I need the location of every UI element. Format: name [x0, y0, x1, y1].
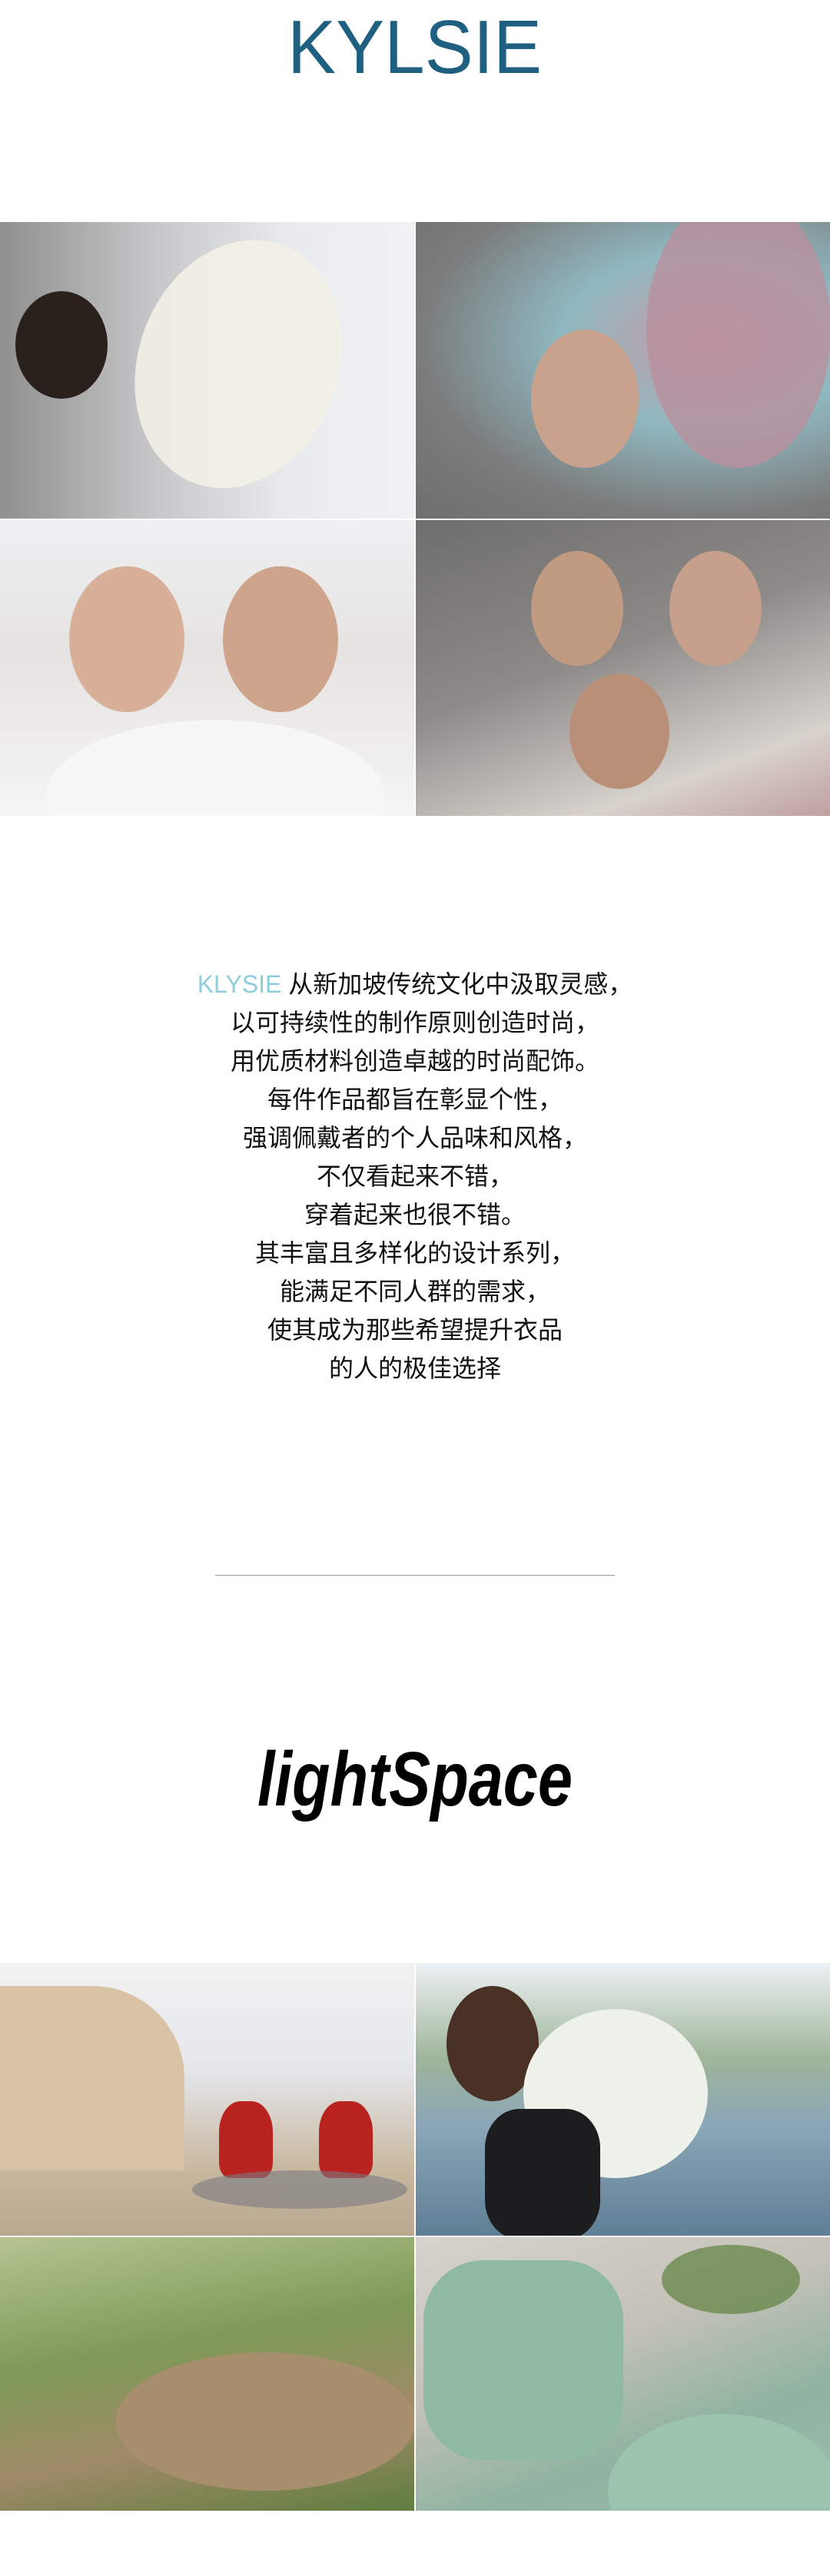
lightspace-image-green-armchairs	[416, 2237, 830, 2511]
about-line: 其丰富且多样化的设计系列，	[254, 1239, 575, 1267]
lightspace-logo: lightSpace	[257, 1738, 573, 1822]
about-line: 不仅看起来不错，	[316, 1162, 513, 1190]
about-line: KLYSIE 从新加坡传统文化中汲取灵感，	[197, 970, 633, 998]
about-line: 使其成为那些希望提升衣品	[267, 1316, 563, 1344]
lightspace-image-office-lounge	[0, 1963, 414, 2236]
kylsie-image-two-models	[0, 520, 414, 816]
lightspace-image-sculpture-grass	[0, 2237, 414, 2511]
lightspace-image-sculpture-river	[416, 1963, 830, 2236]
lightspace-logo-text: lightSpace	[257, 1738, 573, 1822]
about-line: 能满足不同人群的需求，	[279, 1278, 550, 1305]
about-line: 强调佩戴者的个人品味和风格，	[242, 1124, 587, 1152]
about-brand-name: KLYSIE	[197, 970, 282, 998]
about-line: 每件作品都旨在彰显个性，	[267, 1086, 563, 1113]
about-line: 穿着起来也很不错。	[304, 1201, 526, 1228]
kylsie-image-grid	[0, 222, 830, 816]
kylsie-image-white-scarf	[0, 222, 414, 519]
about-line: 用优质材料创造卓越的时尚配饰。	[230, 1047, 599, 1075]
kylsie-logo: KYLSIE	[287, 11, 542, 88]
lightspace-image-grid	[0, 1963, 830, 2511]
kylsie-image-teal-scarf	[416, 222, 830, 519]
kylsie-logo-text: KYLSIE	[287, 11, 542, 88]
about-line: 的人的极佳选择	[328, 1354, 501, 1382]
about-line: 以可持续性的制作原则创造时尚，	[230, 1009, 599, 1036]
kylsie-about-text: KLYSIE 从新加坡传统文化中汲取灵感， 以可持续性的制作原则创造时尚， 用优…	[108, 965, 722, 1387]
section-divider	[215, 1575, 615, 1576]
kylsie-image-three-models	[416, 520, 830, 816]
